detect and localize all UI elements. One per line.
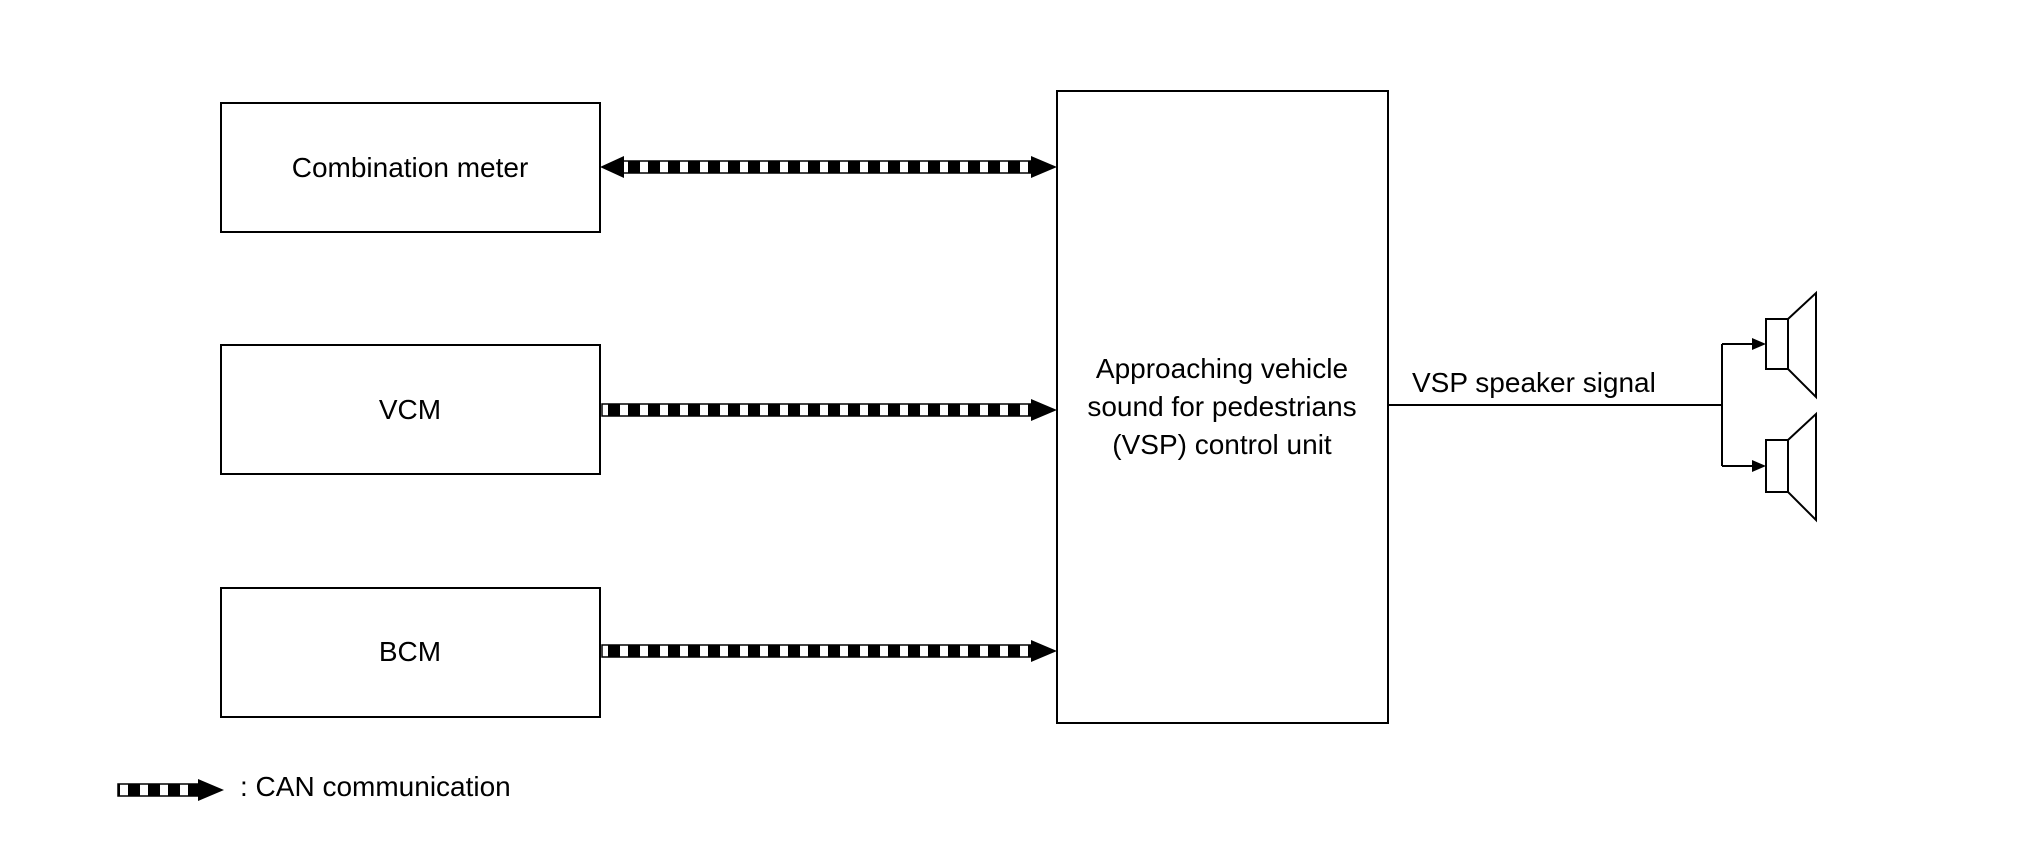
vsp-unit-label-line3: (VSP) control unit <box>1112 429 1332 460</box>
legend-can-symbol <box>117 779 224 801</box>
combination-meter-box <box>220 102 601 233</box>
can-link-bcm <box>601 640 1057 662</box>
vcm-label: VCM <box>379 394 441 425</box>
speaker-icon <box>1765 411 1817 523</box>
combination-meter-label: Combination meter <box>292 152 529 183</box>
arrow-head-right <box>1752 338 1766 350</box>
arrow-head-right <box>1031 399 1057 421</box>
arrow-head-right <box>198 779 224 801</box>
vsp-unit-label-line1: Approaching vehicle <box>1096 353 1348 384</box>
vcm-box <box>220 344 601 475</box>
vsp-control-unit-box <box>1056 90 1389 724</box>
speaker-signal-label: VSP speaker signal <box>1412 367 1656 398</box>
can-link-vcm <box>601 399 1057 421</box>
arrow-head-right <box>1031 640 1057 662</box>
can-link-combination-meter <box>600 156 1057 178</box>
bcm-label: BCM <box>379 636 441 667</box>
speaker-icon <box>1765 290 1817 400</box>
vsp-unit-label-line2: sound for pedestrians <box>1087 391 1356 422</box>
arrow-head-right <box>1752 460 1766 472</box>
arrow-head-left <box>600 156 624 178</box>
arrow-head-right <box>1031 156 1057 178</box>
legend-label: : CAN communication <box>240 771 511 802</box>
bcm-box <box>220 587 601 718</box>
